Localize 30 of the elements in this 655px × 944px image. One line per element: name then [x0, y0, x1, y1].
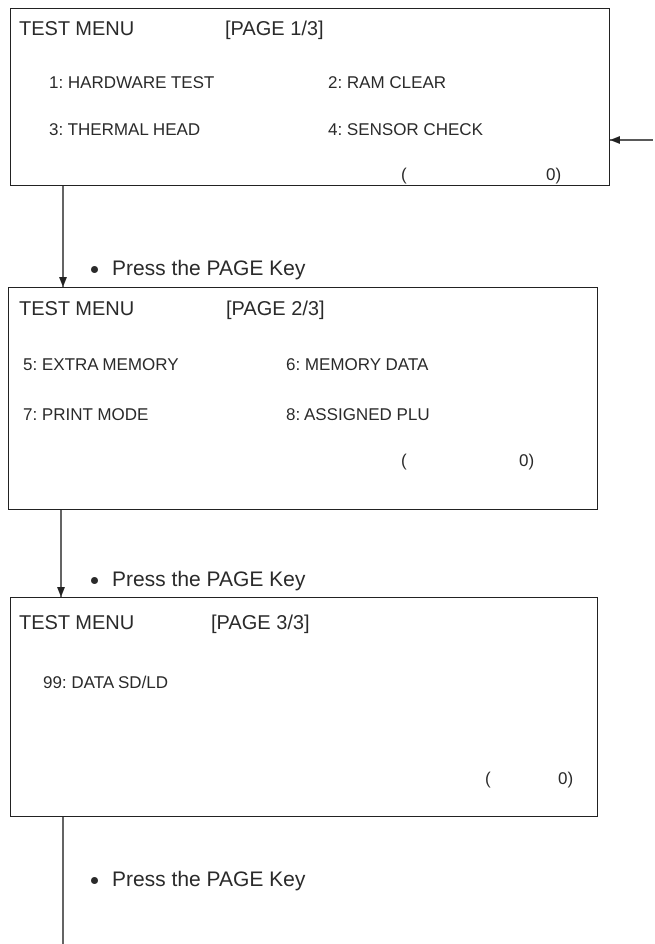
menu-title: TEST MENU [19, 17, 134, 41]
menu-title: TEST MENU [19, 297, 134, 321]
menu-screen-box [8, 287, 598, 510]
page-number: [PAGE 3/3] [211, 611, 310, 635]
input-value: 0) [546, 165, 562, 185]
page-number: [PAGE 2/3] [226, 297, 325, 321]
page-number: [PAGE 1/3] [225, 17, 324, 41]
input-bracket: ( [401, 165, 407, 185]
menu-screen-box [10, 8, 610, 186]
edge-label: Press the PAGE Key [112, 256, 306, 282]
menu-item: 2: RAM CLEAR [328, 73, 446, 93]
menu-item: 99: DATA SD/LD [43, 673, 168, 693]
menu-item: 5: EXTRA MEMORY [23, 355, 179, 375]
menu-item: 6: MEMORY DATA [286, 355, 428, 375]
arrow [610, 136, 653, 144]
input-bracket: ( [485, 769, 491, 789]
menu-title: TEST MENU [19, 611, 134, 635]
edge-label: Press the PAGE Key [112, 867, 306, 893]
input-value: 0) [519, 451, 534, 471]
menu-item: 7: PRINT MODE [23, 405, 148, 425]
menu-item: 1: HARDWARE TEST [49, 73, 214, 93]
arrow [57, 510, 65, 597]
menu-screen-box [10, 597, 598, 817]
input-value: 0) [558, 769, 574, 789]
input-bracket: ( [401, 451, 407, 471]
menu-item: 3: THERMAL HEAD [49, 120, 200, 140]
menu-item: 4: SENSOR CHECK [328, 120, 483, 140]
arrow [59, 186, 67, 287]
menu-item: 8: ASSIGNED PLU [286, 405, 430, 425]
edge-label: Press the PAGE Key [112, 567, 306, 593]
